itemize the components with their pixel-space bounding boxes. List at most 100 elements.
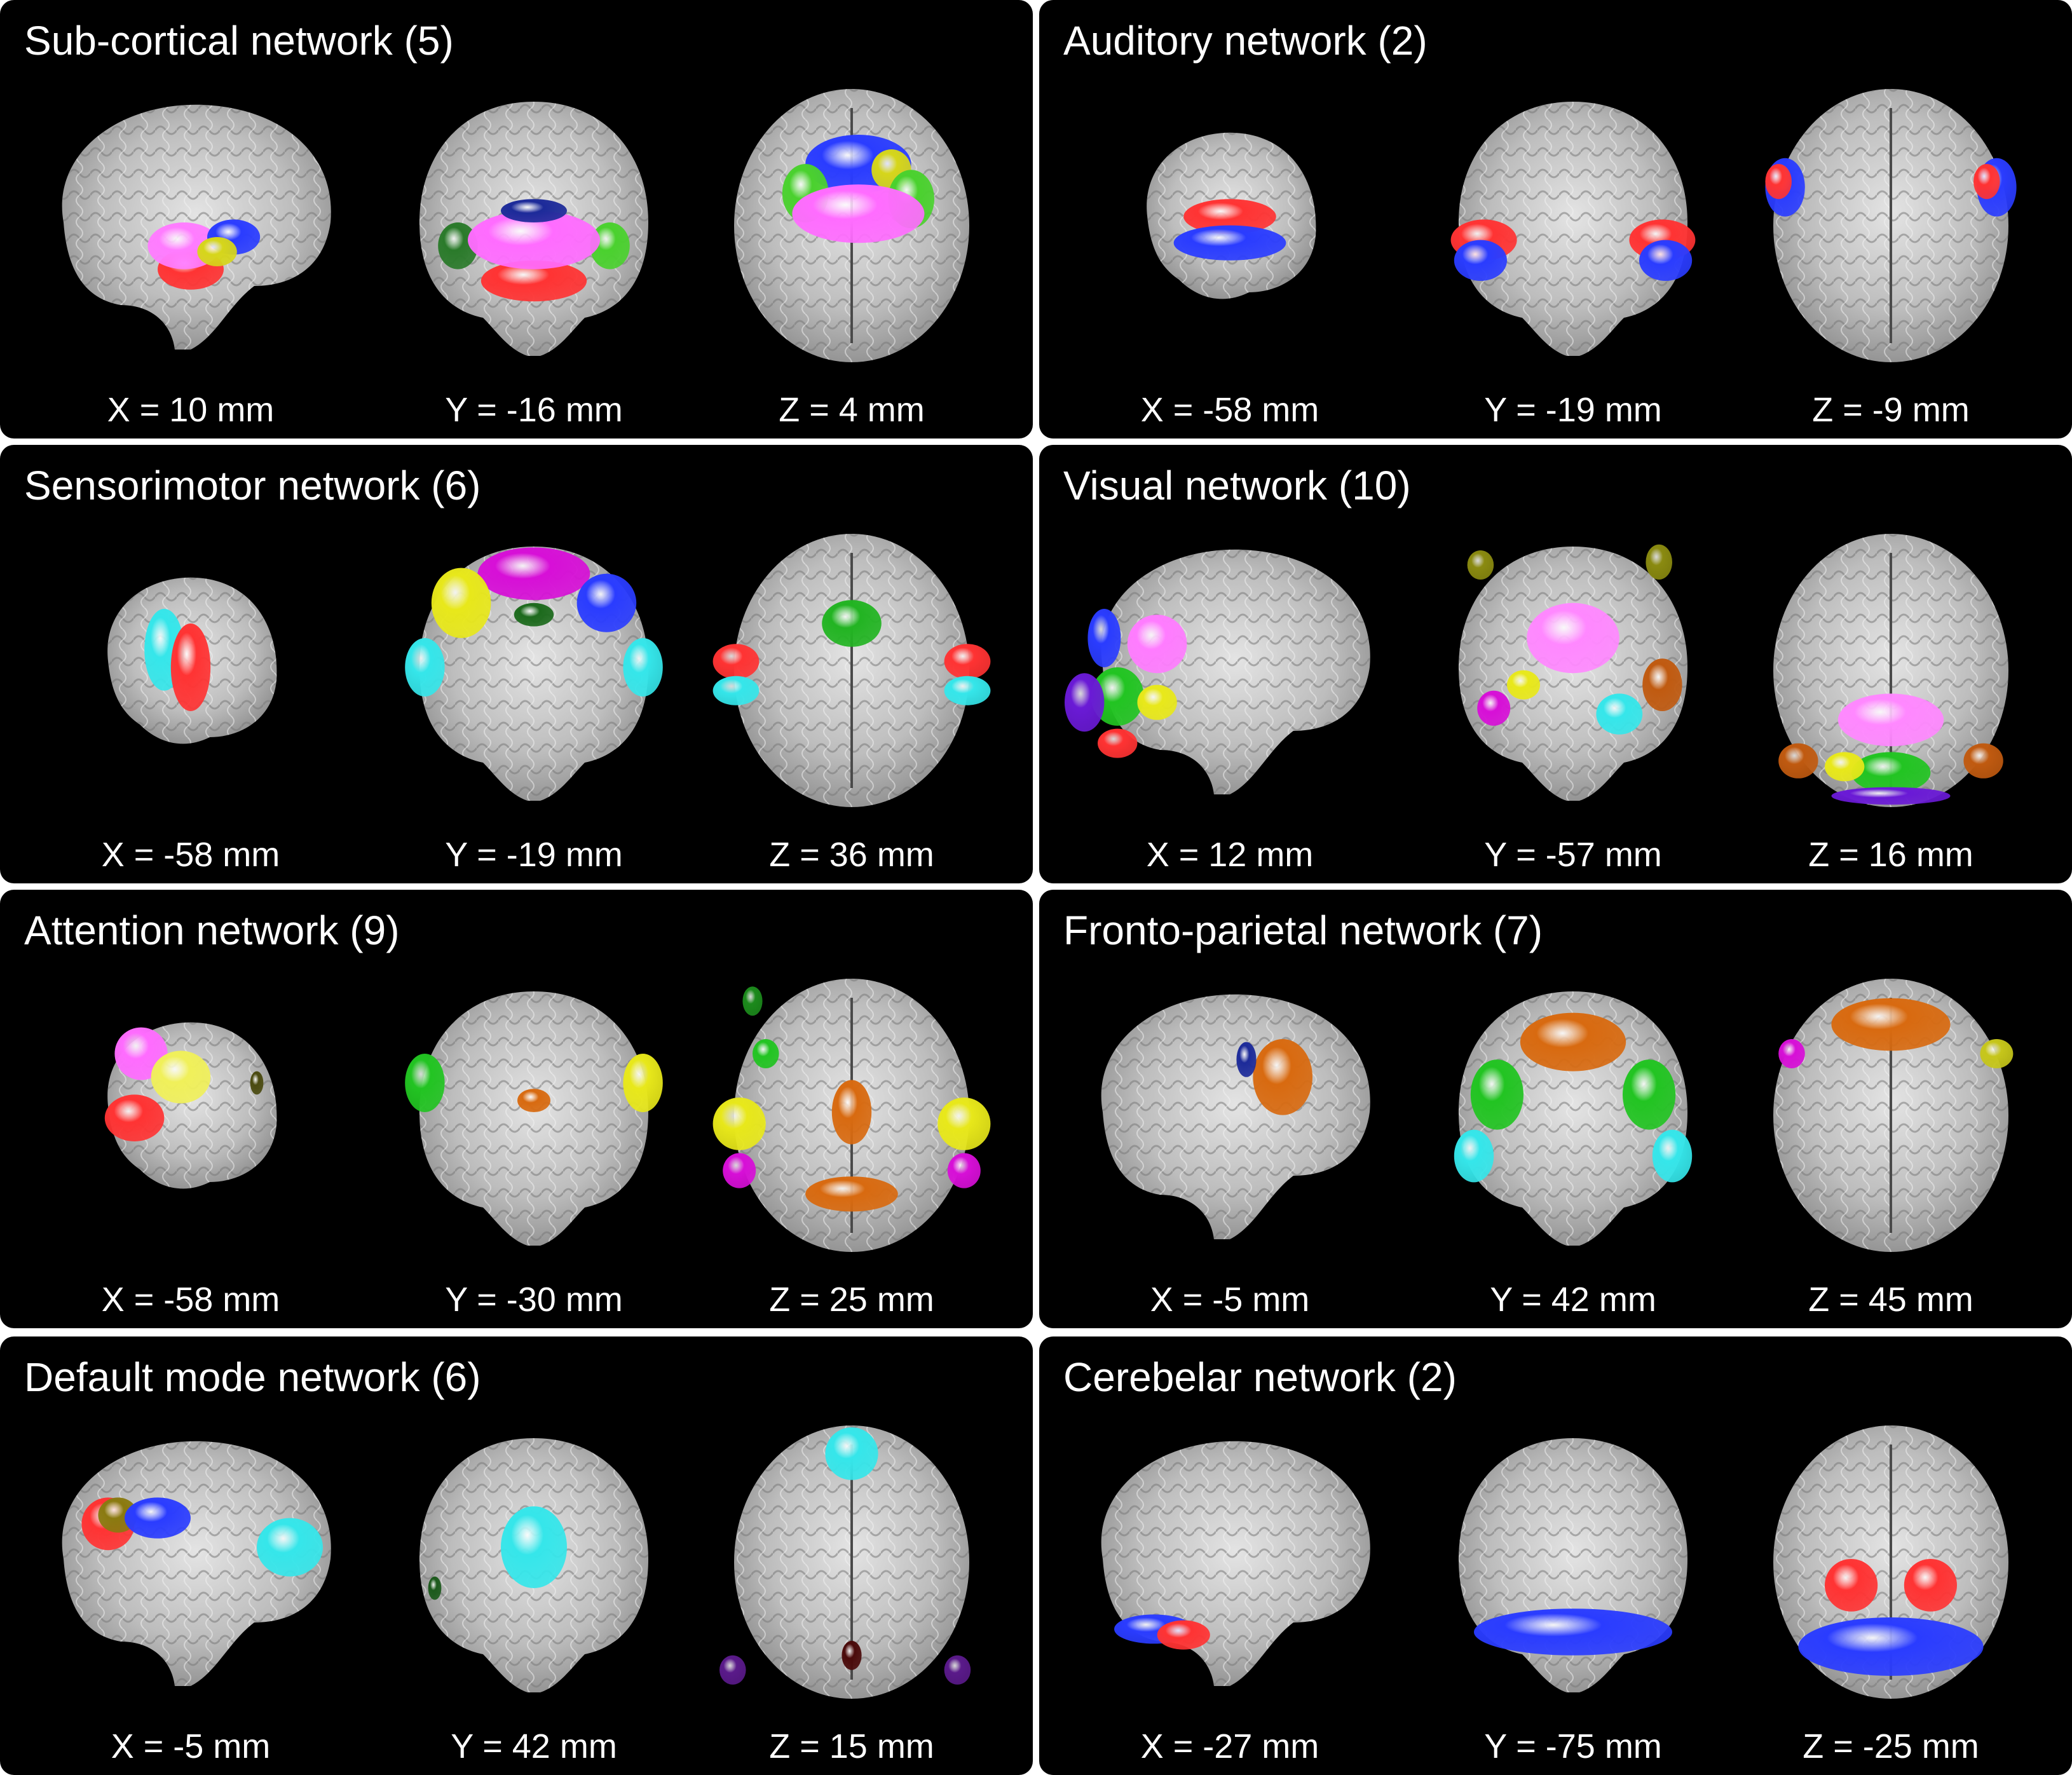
network-component-blob [1778,1039,1805,1068]
brain-axial-image [1773,1425,2008,1699]
brain-coronal-image [405,547,663,801]
slice-coordinate-label: Z = -25 mm [1803,1727,1979,1765]
brain-slice-view [369,521,699,813]
network-component-blob [125,1497,191,1539]
network-component-blob [947,1153,981,1188]
panel-title: Visual network (10) [1063,463,1411,508]
brain-coronal-image [405,991,663,1246]
network-component-blob [431,568,491,638]
slice-coordinate-label: Z = 4 mm [779,391,925,429]
network-component-blob [1831,787,1951,805]
network-component-blob [1520,1012,1626,1071]
network-component-blob [1831,998,1951,1051]
panel-title: Default mode network (6) [24,1354,481,1400]
network-component-blob [712,1098,766,1150]
network-component-blob [1236,1042,1257,1077]
network-component-blob [1825,1559,1878,1612]
network-component-blob [104,1094,165,1141]
network-component-blob [944,1655,971,1685]
network-component-blob [1507,670,1540,700]
brain-coronal-image [419,102,648,356]
slice-coordinate-label: Y = 42 mm [451,1727,617,1765]
brain-sagittal-image [1065,549,1370,794]
brain-slice-view [1726,1413,2056,1705]
network-component-blob [1157,1620,1210,1650]
network-component-blob [719,1655,746,1685]
brain-slice-view [25,966,356,1258]
slice-coordinate-label: X = 10 mm [107,391,275,429]
network-component-blob [438,222,478,269]
network-component-blob [1137,684,1177,720]
brain-axial-image [712,979,991,1252]
brain-sagittal-image [1101,994,1370,1239]
network-component-blob [1980,1039,2014,1068]
cortical-folds [1459,991,1687,1246]
brain-slice-view [1408,76,1738,369]
cortical-folds [419,991,648,1246]
network-component-blob [805,1176,898,1212]
network-component-blob [250,1071,264,1095]
network-component-blob [1183,199,1276,235]
network-component-blob [1127,615,1187,674]
network-component-blob [1098,728,1138,758]
slice-coordinate-label: Y = -75 mm [1484,1727,1662,1765]
slice-coordinate-label: Y = -16 mm [445,391,623,429]
network-component-blob [831,1080,872,1145]
network-component-blob [1253,1039,1312,1115]
brain-slice-view [1726,76,2056,369]
network-component-blob [1087,609,1121,667]
panel-title: Sensorimotor network (6) [24,463,481,508]
slice-coordinate-label: Z = 36 mm [769,836,934,874]
slice-coordinate-label: Y = -19 mm [1484,391,1662,429]
brain-slice-view [1408,966,1738,1258]
network-component-blob [1837,693,1944,747]
brain-axial-image [1773,979,2014,1252]
network-component-blob [723,1153,756,1188]
brain-coronal-image [419,1438,648,1692]
network-component-blob [1642,658,1682,711]
network-component-blob [590,222,630,269]
brain-sagittal-image [62,104,331,350]
slice-coordinate-label: X = -58 mm [101,1281,280,1319]
network-component-blob [944,644,991,679]
brain-slice-view [686,1413,1017,1705]
brain-sagittal-lateral-image [107,577,277,744]
brain-slice-view [1065,521,1395,813]
network-component-blob [1904,1559,1957,1612]
network-component-blob [501,1506,567,1588]
brain-sagittal-image [62,1441,331,1686]
network-component-blob [792,184,925,243]
network-component-blob [477,547,590,601]
network-component-blob [1474,1608,1672,1656]
slice-coordinate-label: Z = -9 mm [1812,391,1970,429]
slice-coordinate-label: Z = 45 mm [1808,1281,1973,1319]
slice-coordinate-label: X = -5 mm [1150,1281,1310,1319]
slice-coordinate-label: Y = -30 mm [445,1281,623,1319]
cortical-folds [1459,102,1687,356]
network-component-blob [1973,164,2000,200]
network-component-blob [151,1051,211,1104]
network-component-blob [257,1518,323,1577]
network-component-blob [517,1089,550,1112]
network-component-blob [428,1576,442,1600]
cortical-folds [1459,547,1687,801]
brain-slice-view [369,966,699,1258]
network-component-blob [481,260,587,302]
network-component-blob [576,573,637,632]
brain-slice-view [369,1413,699,1705]
network-component-blob [753,1039,779,1068]
network-component-blob [1623,1059,1676,1130]
brain-sagittal-lateral-image [1147,132,1316,299]
brain-slice-view [25,521,356,813]
network-component-blob [1765,164,1792,200]
brain-slice-view [1065,76,1395,369]
cortical-folds [1101,994,1370,1239]
network-component-blob [468,210,600,269]
network-component-blob [1639,240,1693,281]
network-component-blob [1527,602,1619,674]
network-component-blob [1646,544,1672,580]
network-component-blob [1467,550,1494,580]
